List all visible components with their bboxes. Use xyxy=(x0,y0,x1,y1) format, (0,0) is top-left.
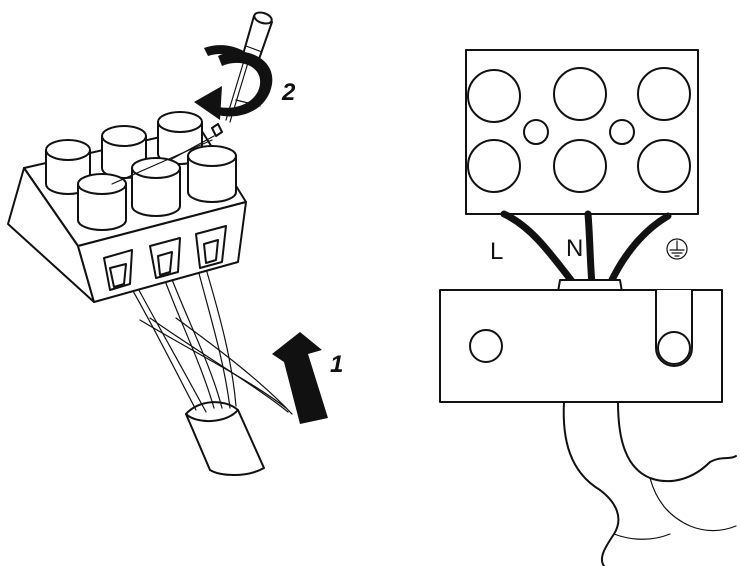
terminal-hole xyxy=(637,139,691,193)
wire-label-live: L xyxy=(490,238,503,265)
right-figure: L N xyxy=(439,49,737,566)
step-1-label: 1 xyxy=(330,351,343,378)
terminal-hole xyxy=(467,69,521,123)
terminal-screw xyxy=(77,173,127,231)
push-arrow-icon xyxy=(272,332,328,424)
terminal-screw xyxy=(187,145,237,203)
terminal-block-front xyxy=(465,49,699,215)
wire-label-neutral: N xyxy=(566,235,583,262)
terminal-hole xyxy=(553,139,607,193)
terminal-screw xyxy=(131,157,181,217)
clamp-screw-hole xyxy=(657,331,691,365)
earth-ground-icon xyxy=(666,238,688,260)
step-2-label: 2 xyxy=(281,79,296,106)
left-figure: 2 1 xyxy=(7,11,343,476)
rotate-arrow-icon xyxy=(194,45,273,120)
terminal-hole xyxy=(467,139,521,193)
screw-hole xyxy=(523,119,549,145)
screw-hole xyxy=(609,119,635,145)
terminal-hole xyxy=(553,67,607,121)
mains-wires xyxy=(500,210,672,293)
terminal-screws xyxy=(45,111,237,231)
cable xyxy=(562,401,737,566)
cable-clamp xyxy=(439,289,723,403)
cable-sheath xyxy=(185,401,265,476)
terminal-hole xyxy=(637,67,691,121)
clamp-screw-hole xyxy=(469,329,503,363)
